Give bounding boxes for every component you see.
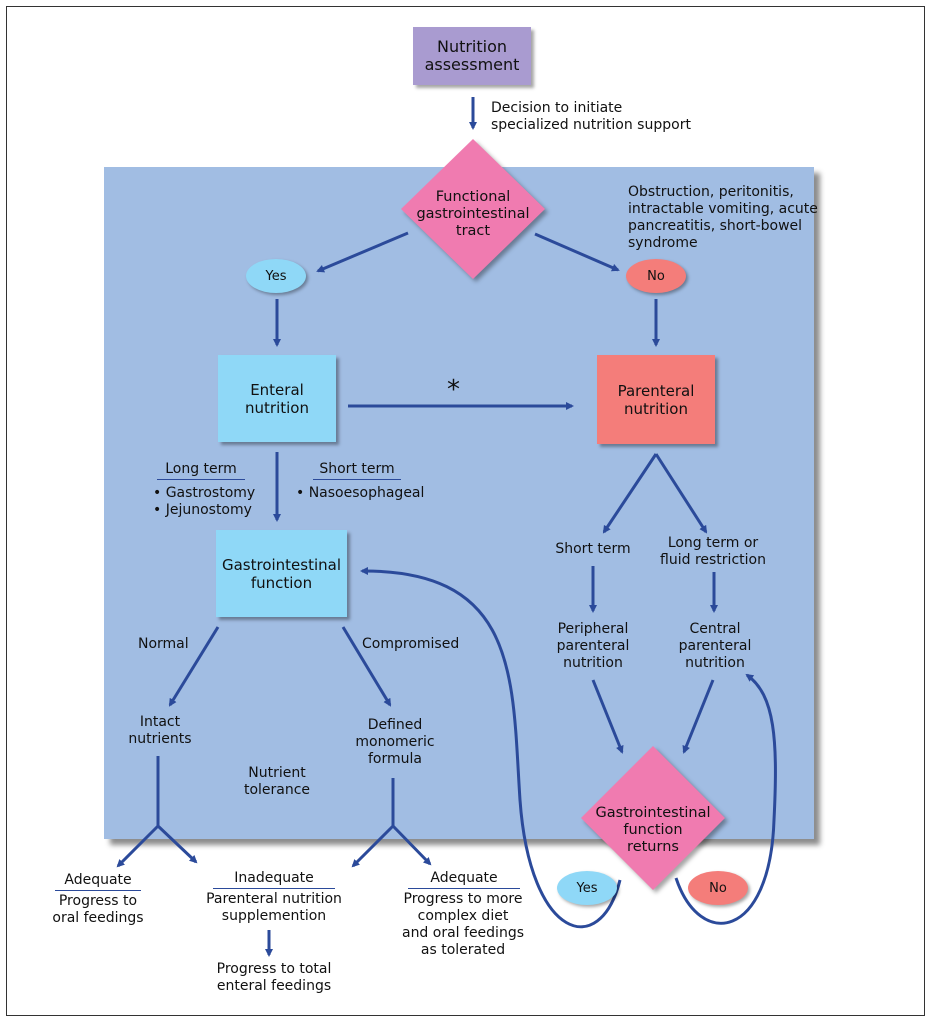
inadequate-body: Parenteral nutrition supplemention (206, 891, 342, 924)
short-term-items: • Nasoesophageal (296, 485, 425, 501)
long-term-header-text: Long term (157, 461, 245, 480)
defined-formula-label: Defined monomeric formula (355, 717, 435, 767)
arrow-split-left-inadequate (156, 824, 198, 864)
loop-yes-to-gi-function (360, 566, 622, 929)
arrow-split-right-adequate (391, 824, 432, 866)
inadequate-header: Inadequate (213, 870, 335, 889)
no-oval-top: No (626, 259, 686, 293)
central-pn-label: Central parenteral nutrition (678, 621, 752, 671)
short-term-header: Short term (313, 461, 401, 480)
arrow-gi-to-intact (168, 626, 220, 707)
parenteral-nutrition-box: Parenteral nutrition (597, 355, 715, 444)
arrow-pn-to-long-term (654, 453, 708, 534)
functional-gi-tract-label: Functional gastrointestinal tract (416, 189, 530, 239)
pn-long-term-label: Long term or fluid restriction (660, 535, 766, 568)
nutrition-assessment-box: Nutrition assessment (413, 27, 531, 85)
inadequate-header-text: Inadequate (213, 870, 335, 889)
adequate-left-header-text: Adequate (55, 872, 141, 891)
nutrient-tolerance-label: Nutrient tolerance (243, 765, 311, 798)
peripheral-pn-label: Peripheral parenteral nutrition (556, 621, 630, 671)
progress-total-label: Progress to total enteral feedings (216, 961, 332, 994)
adequate-right-body: Progress to more complex diet and oral f… (401, 891, 524, 958)
arrow-tract-to-no (534, 232, 620, 272)
decision-note: Decision to initiate specialized nutriti… (491, 100, 691, 133)
diamond-gi-function-returns (581, 746, 725, 890)
enteral-nutrition-label: Enteral nutrition (245, 380, 309, 417)
asterisk-note: * (447, 375, 460, 405)
long-term-items: • Gastrostomy • Jejunostomy (153, 485, 256, 518)
adequate-right-header-text: Adequate (408, 870, 520, 889)
no-top-label: No (647, 268, 665, 284)
adequate-left-body: Progress to oral feedings (52, 893, 144, 926)
arrow-split-right-inadequate (351, 824, 395, 868)
adequate-left-header: Adequate (55, 872, 141, 891)
yes-bottom-label: Yes (576, 880, 598, 896)
gi-function-label: Gastrointestinal function (221, 555, 342, 592)
obstruction-note: Obstruction, peritonitis, intractable vo… (628, 184, 818, 251)
arrow-peripheral-to-returns (591, 679, 624, 754)
pn-short-term-label: Short term (555, 541, 631, 557)
arrow-pn-to-short-term (602, 453, 658, 534)
long-term-header: Long term (157, 461, 245, 480)
no-bottom-label: No (709, 880, 727, 896)
yes-oval-bottom: Yes (557, 871, 617, 905)
nutrition-assessment-label: Nutrition assessment (424, 37, 520, 74)
gi-function-box: Gastrointestinal function (216, 530, 347, 617)
gi-function-returns-label: Gastrointestinal function returns (595, 805, 711, 855)
arrow-split-left-adequate (116, 824, 160, 868)
loop-no-to-central (674, 673, 777, 925)
arrow-tract-to-yes (316, 231, 409, 273)
compromised-label: Compromised (362, 636, 460, 652)
enteral-nutrition-box: Enteral nutrition (218, 355, 336, 442)
yes-oval-top: Yes (246, 259, 306, 293)
arrow-gi-to-defined (341, 626, 392, 707)
parenteral-nutrition-label: Parenteral nutrition (617, 381, 695, 418)
diamond-functional-gi-tract (401, 139, 545, 279)
yes-top-label: Yes (265, 268, 287, 284)
normal-label: Normal (138, 636, 189, 652)
adequate-right-header: Adequate (408, 870, 520, 889)
diagram-frame (6, 6, 925, 1016)
short-term-header-text: Short term (313, 461, 401, 480)
arrow-central-to-returns (682, 679, 715, 754)
intact-nutrients-label: Intact nutrients (128, 714, 192, 747)
no-oval-bottom: No (688, 871, 748, 905)
